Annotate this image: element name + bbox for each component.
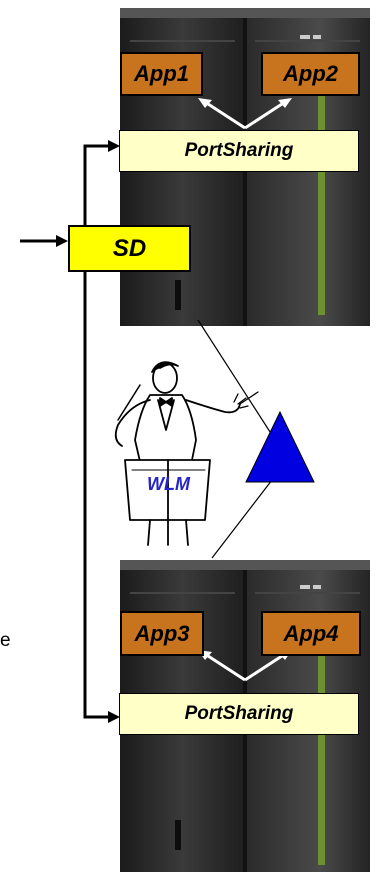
sd-label: SD xyxy=(112,234,147,262)
portsharing-top-box: PortSharing xyxy=(119,130,359,172)
app4-label: App4 xyxy=(283,620,339,646)
portsharing-bottom-label: PortSharing xyxy=(184,703,294,724)
top-app-connectors xyxy=(198,98,292,130)
app4-box: App4 xyxy=(261,611,361,656)
conductor-icon xyxy=(114,361,259,546)
app1-box: App1 xyxy=(120,52,203,96)
side-text: e xyxy=(0,630,11,651)
sd-distribution-lines xyxy=(83,144,112,719)
incoming-arrow-head xyxy=(56,235,68,247)
triangle-link-bottom xyxy=(211,479,273,559)
sd-box: SD xyxy=(68,225,191,272)
triangle-link-top xyxy=(197,319,273,436)
wlm-label: WLM xyxy=(147,474,190,494)
app1-label: App1 xyxy=(134,61,189,86)
app3-label: App3 xyxy=(134,620,190,646)
arrow-to-bottom-portsharing xyxy=(108,711,120,723)
portsharing-top-label: PortSharing xyxy=(184,140,294,161)
arrow-to-top-portsharing xyxy=(108,140,120,152)
app3-box: App3 xyxy=(120,611,204,656)
app2-box: App2 xyxy=(261,52,360,96)
app2-label: App2 xyxy=(283,61,338,86)
triangle-icon xyxy=(245,410,315,483)
portsharing-bottom-box: PortSharing xyxy=(119,693,359,735)
